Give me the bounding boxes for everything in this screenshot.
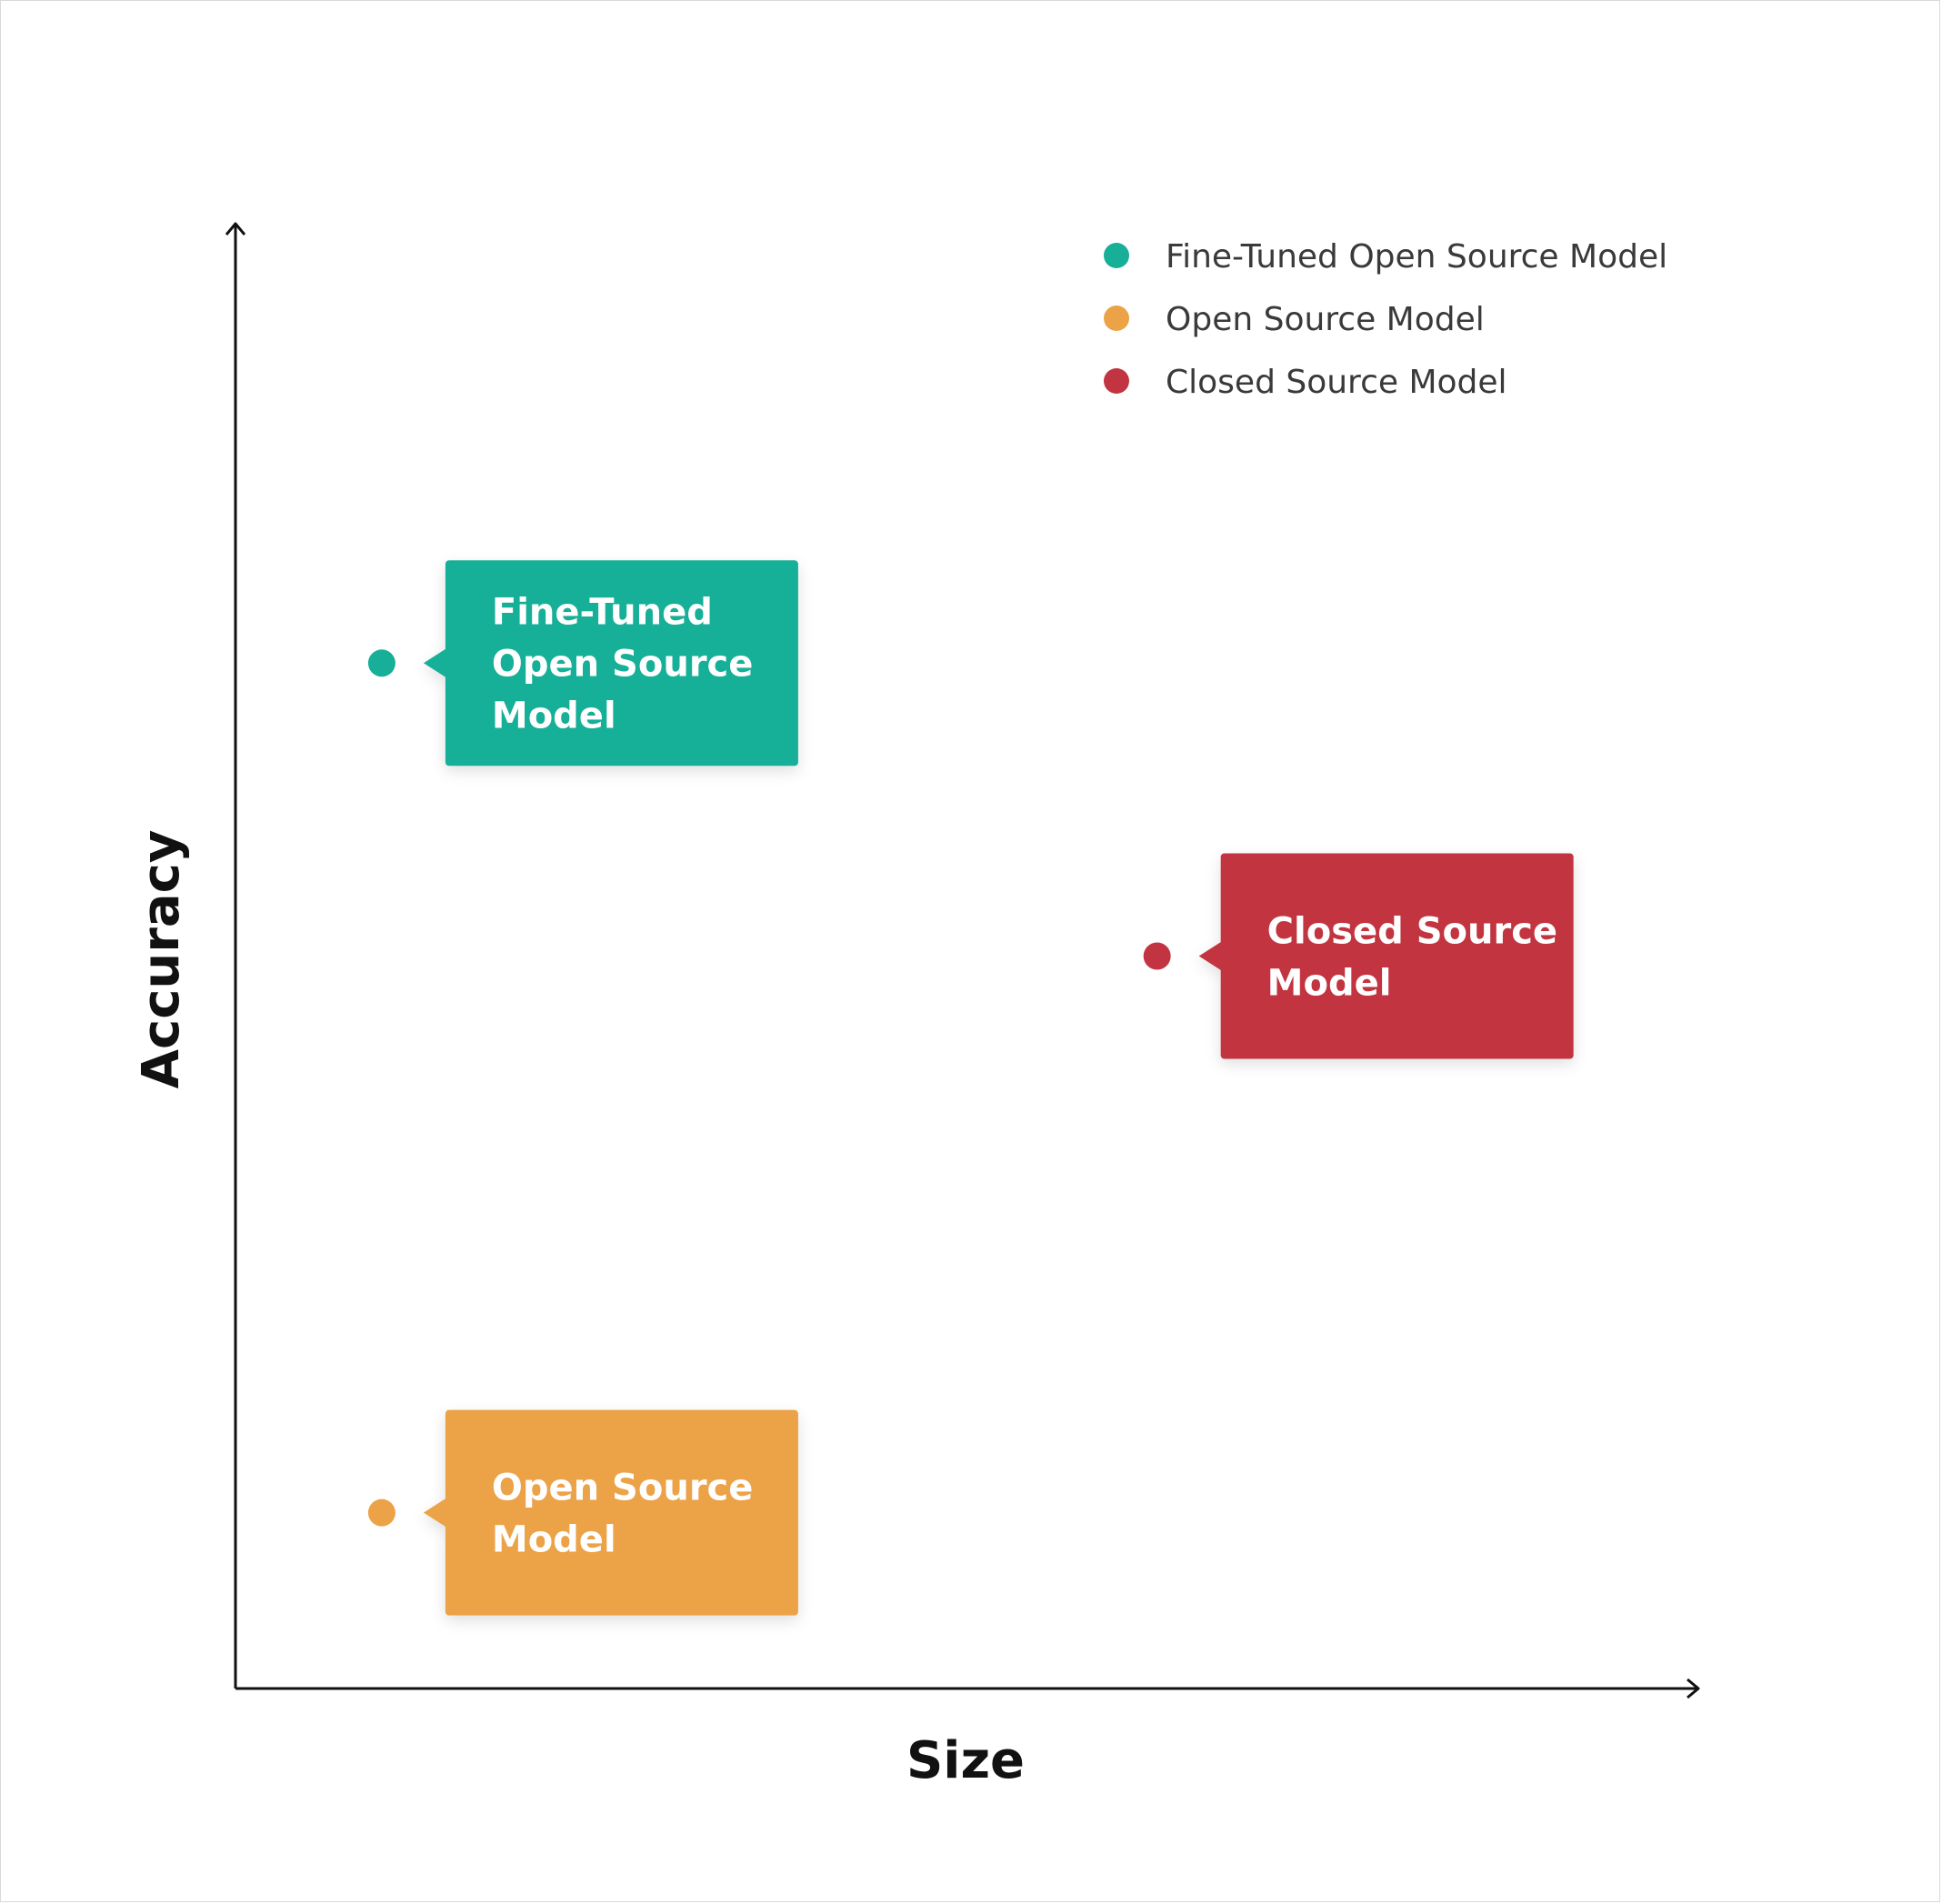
- y-axis-title: Accuracy: [132, 830, 191, 1089]
- x-axis-arrow-icon: [1687, 1678, 1700, 1699]
- data-point: [367, 649, 395, 677]
- data-point: [1143, 942, 1171, 970]
- callout-box: [1198, 853, 1574, 1059]
- legend-marker: [1104, 243, 1129, 268]
- y-axis-arrow-icon: [225, 222, 246, 235]
- callout-label-line: Open Source: [492, 644, 754, 686]
- callout-label-line: Model: [492, 696, 616, 737]
- data-point: [367, 1498, 395, 1527]
- legend-marker: [1104, 368, 1129, 394]
- callout-pointer: [1198, 941, 1222, 971]
- legend-label: Fine-Tuned Open Source Model: [1166, 238, 1667, 276]
- callout-background: [445, 1409, 798, 1616]
- callout-label-line: Open Source: [492, 1468, 754, 1509]
- callout-box: [423, 560, 798, 767]
- legend-label: Closed Source Model: [1166, 364, 1507, 401]
- callout-label-line: Closed Source: [1267, 910, 1557, 952]
- callout-pointer: [423, 1498, 446, 1528]
- legend-label: Open Source Model: [1166, 301, 1485, 338]
- callout-label-line: Model: [492, 1519, 616, 1561]
- x-axis-title: Size: [906, 1731, 1025, 1790]
- callout-label-line: Model: [1267, 962, 1392, 1004]
- callout-box: [423, 1409, 798, 1616]
- callout-label-line: Fine-Tuned: [492, 592, 713, 634]
- legend-marker: [1104, 306, 1129, 331]
- callout-pointer: [423, 648, 446, 678]
- callout-background: [1220, 853, 1574, 1059]
- callout-background: [445, 560, 798, 767]
